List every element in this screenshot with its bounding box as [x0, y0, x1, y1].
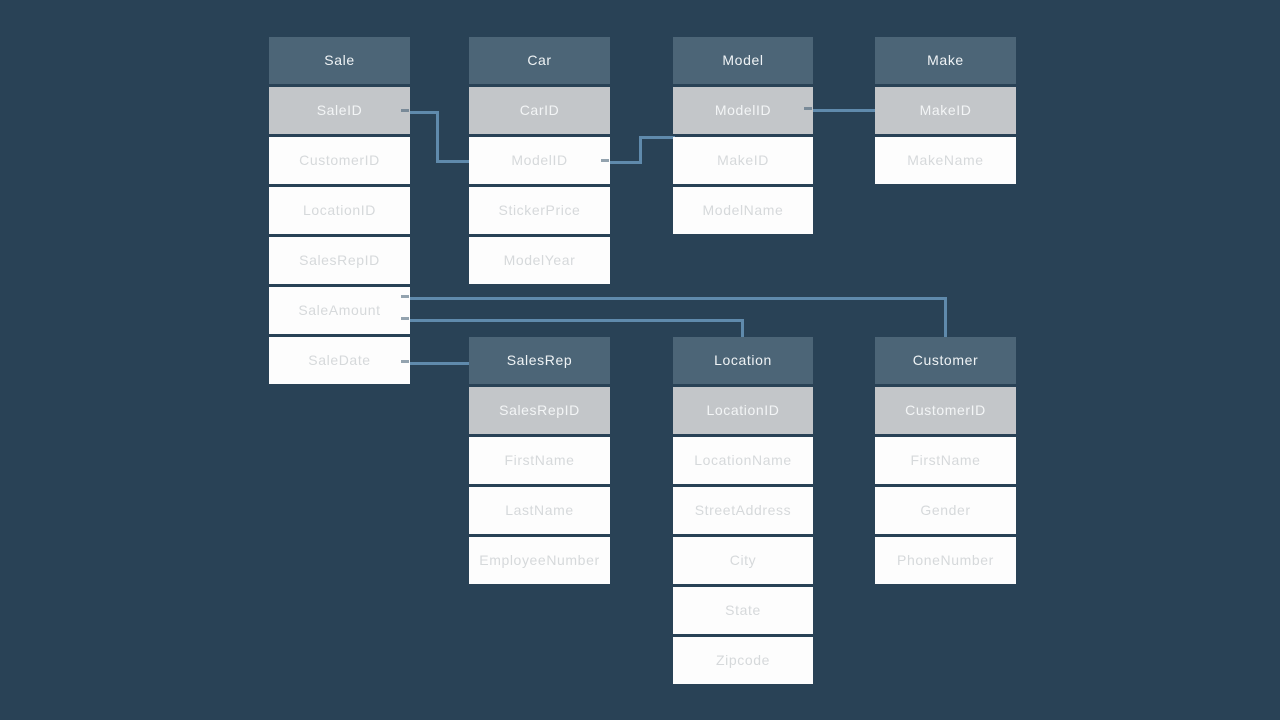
table-make-title: Make	[875, 37, 1016, 84]
table-location-field-zipcode: Zipcode	[673, 637, 813, 684]
connector-sale-to-salesrep-origin-tick	[401, 360, 409, 363]
connector-sale-to-car-segment	[409, 111, 439, 114]
connector-sale-to-location-segment	[741, 319, 744, 342]
table-salesrep-field-firstname: FirstName	[469, 437, 610, 484]
connector-car-to-model-segment	[609, 161, 642, 164]
table-model-title: Model	[673, 37, 813, 84]
table-model-field-makeid: MakeID	[673, 137, 813, 184]
table-sale-field-salesrepid: SalesRepID	[269, 237, 410, 284]
connector-sale-to-customer-segment	[944, 297, 947, 342]
connector-model-to-make-segment	[812, 109, 877, 112]
connector-sale-to-salesrep-segment	[409, 362, 471, 365]
table-sale-field-customerid: CustomerID	[269, 137, 410, 184]
connector-car-to-model-origin-tick	[601, 159, 609, 162]
table-location-title: Location	[673, 337, 813, 384]
table-model-field-modelname: ModelName	[673, 187, 813, 234]
table-salesrep-field-lastname: LastName	[469, 487, 610, 534]
connector-car-to-model-segment	[639, 136, 642, 164]
table-car-field-modelid: ModelID	[469, 137, 610, 184]
table-sale-field-saledate: SaleDate	[269, 337, 410, 384]
table-location-field-locationname: LocationName	[673, 437, 813, 484]
table-location-field-locationid: LocationID	[673, 387, 813, 434]
table-salesrep-field-employeenumber: EmployeeNumber	[469, 537, 610, 584]
connector-sale-to-customer-segment	[409, 297, 947, 300]
table-customer-field-gender: Gender	[875, 487, 1016, 534]
table-make-field-makename: MakeName	[875, 137, 1016, 184]
table-location-field-streetaddress: StreetAddress	[673, 487, 813, 534]
table-car-field-carid: CarID	[469, 87, 610, 134]
table-location-field-state: State	[673, 587, 813, 634]
table-make-field-makeid: MakeID	[875, 87, 1016, 134]
table-customer-title: Customer	[875, 337, 1016, 384]
table-sale-title: Sale	[269, 37, 410, 84]
connector-sale-to-car-origin-tick	[401, 109, 409, 112]
connector-sale-to-location-origin-tick	[401, 317, 409, 320]
connector-model-to-make-origin-tick	[804, 107, 812, 110]
connector-sale-to-car-segment	[436, 111, 439, 163]
table-sale-field-locationid: LocationID	[269, 187, 410, 234]
table-model-field-modelid: ModelID	[673, 87, 813, 134]
table-salesrep-field-salesrepid: SalesRepID	[469, 387, 610, 434]
table-location-field-city: City	[673, 537, 813, 584]
table-car-title: Car	[469, 37, 610, 84]
table-car-field-stickerprice: StickerPrice	[469, 187, 610, 234]
table-customer-field-customerid: CustomerID	[875, 387, 1016, 434]
table-salesrep-title: SalesRep	[469, 337, 610, 384]
table-customer-field-firstname: FirstName	[875, 437, 1016, 484]
connector-car-to-model-segment	[639, 136, 675, 139]
connector-sale-to-car-segment	[436, 160, 471, 163]
table-sale-field-saleamount: SaleAmount	[269, 287, 410, 334]
connector-sale-to-customer-origin-tick	[401, 295, 409, 298]
connector-sale-to-location-segment	[409, 319, 744, 322]
table-car-field-modelyear: ModelYear	[469, 237, 610, 284]
table-sale-field-saleid: SaleID	[269, 87, 410, 134]
table-customer-field-phonenumber: PhoneNumber	[875, 537, 1016, 584]
